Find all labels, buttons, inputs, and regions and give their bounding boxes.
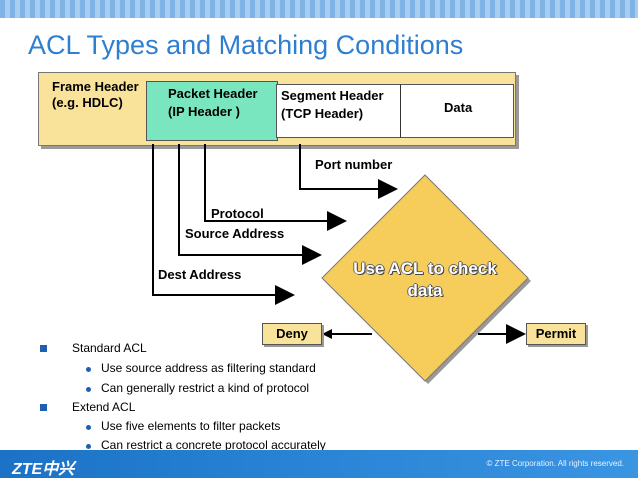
- protocol-label: Protocol: [211, 206, 264, 221]
- zte-logo: ZTE中兴: [12, 461, 75, 478]
- bullet-extend-acl: Extend ACL: [72, 400, 136, 414]
- bullet-dot: [86, 367, 91, 372]
- segment-header-box: [276, 84, 402, 138]
- data-label: Data: [444, 100, 473, 115]
- source-address-arrow: [178, 144, 322, 265]
- acl-check-label: Use ACL to check data: [353, 259, 497, 300]
- port-number-label: Port number: [315, 157, 393, 172]
- deny-arrowhead: [322, 329, 332, 339]
- packet-header-label: Packet Header (IP Header ): [168, 86, 258, 119]
- bullet-sub-item: Use five elements to filter packets: [101, 419, 281, 433]
- acl-diamond: [321, 174, 529, 382]
- bullet-dot: [86, 387, 91, 392]
- bullet-square: [40, 345, 47, 352]
- copyright-text: © ZTE Corporation. All rights reserved.: [486, 459, 625, 468]
- port-number-arrow: [299, 144, 398, 199]
- frame-header-label: Frame Header (e.g. HDLC): [52, 79, 139, 110]
- packet-header-box: [146, 81, 278, 141]
- source-address-label: Source Address: [185, 226, 285, 241]
- deny-box: Deny: [262, 323, 322, 345]
- bullet-sub-item: Can restrict a concrete protocol accurat…: [101, 438, 326, 452]
- bullet-sub-item: Can generally restrict a kind of protoco…: [101, 381, 310, 395]
- bullet-dot: [86, 425, 91, 430]
- segment-header-label: Segment Header (TCP Header): [281, 88, 384, 121]
- bullet-standard-acl: Standard ACL: [72, 341, 147, 355]
- protocol-arrow: [204, 144, 347, 231]
- top-decor-band: [0, 0, 638, 18]
- bullet-sub-item: Use source address as filtering standard: [101, 361, 316, 375]
- permit-box: Permit: [526, 323, 586, 345]
- slide-title: ACL Types and Matching Conditions: [28, 30, 464, 60]
- bullet-square: [40, 404, 47, 411]
- footer-bar: [0, 450, 638, 478]
- dest-address-arrow: [152, 144, 295, 305]
- dest-address-label: Dest Address: [158, 267, 242, 282]
- bullet-dot: [86, 444, 91, 449]
- data-box: [400, 84, 514, 138]
